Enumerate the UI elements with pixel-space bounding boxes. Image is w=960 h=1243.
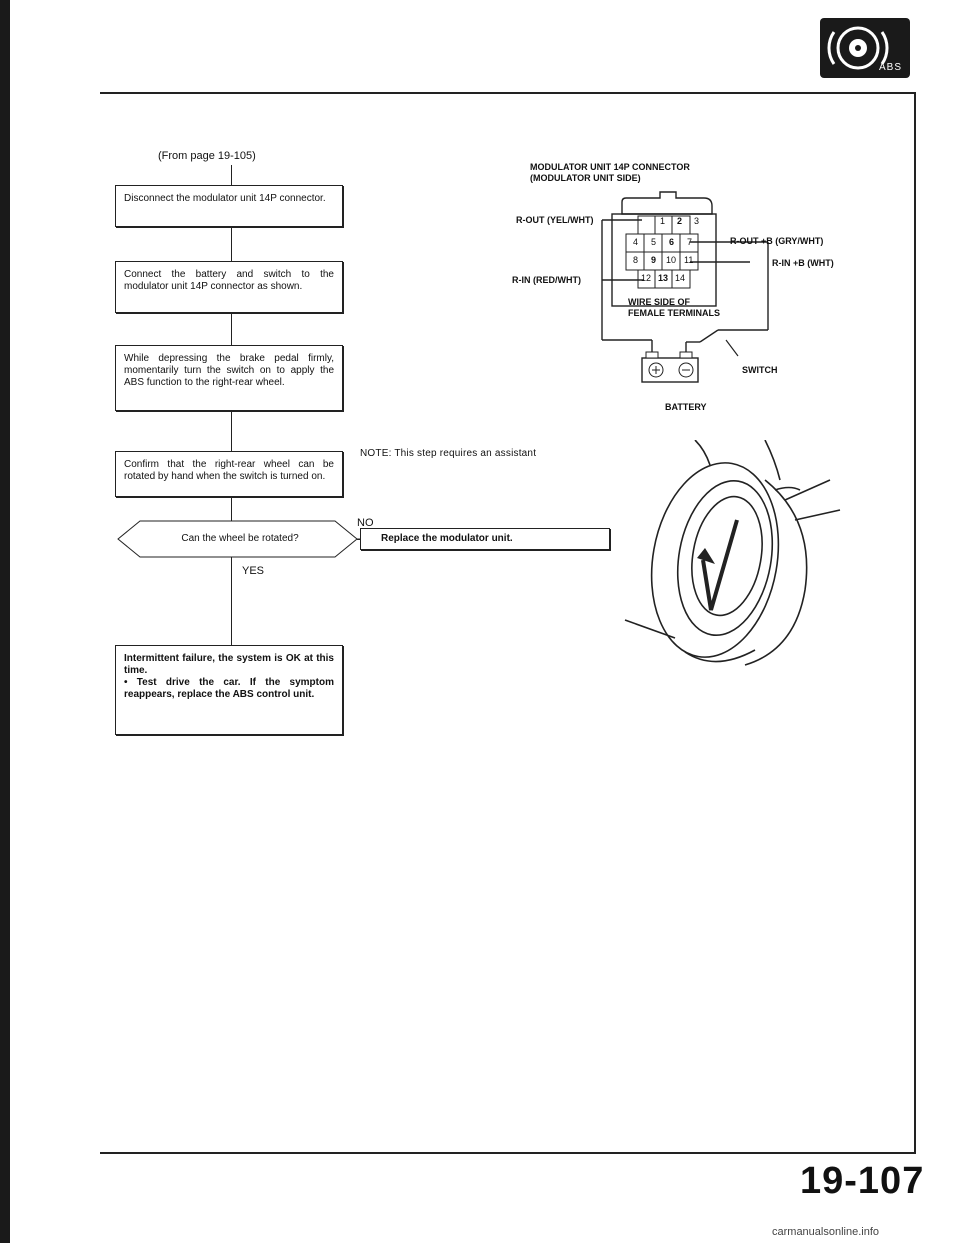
page-number: 19-107	[800, 1160, 925, 1202]
flow-step-depress-pedal: While depressing the brake pedal firmly,…	[115, 345, 343, 411]
wheel-illustration	[624, 440, 841, 666]
label-r-in-b: R-IN +B (WHT)	[772, 258, 834, 268]
no-branch-line	[357, 539, 360, 540]
left-binding-bar	[0, 0, 10, 1243]
flow-connector	[231, 165, 232, 185]
decision-question: Can the wheel be rotated?	[181, 533, 299, 544]
label-r-out-b: R-OUT +B (GRY/WHT)	[730, 236, 824, 246]
pin-1: 1	[660, 216, 666, 226]
flow-connector	[231, 411, 232, 451]
connector-title-line2: (MODULATOR UNIT SIDE)	[530, 173, 641, 183]
flow-step-connect-battery: Connect the battery and switch to the mo…	[115, 261, 343, 313]
assistant-note: NOTE: This step requires an assistant	[360, 448, 537, 459]
flow-connector	[231, 313, 232, 345]
pin-7: 7	[687, 237, 693, 247]
pin-3: 3	[694, 216, 700, 226]
no-label: NO	[357, 517, 374, 529]
pin-6: 6	[669, 237, 675, 247]
pin-5: 5	[651, 237, 657, 247]
connector-title: MODULATOR UNIT 14P CONNECTOR (MODULATOR …	[530, 162, 690, 184]
pin-12: 12	[641, 273, 652, 283]
pin-4: 4	[633, 237, 639, 247]
footer-watermark: carmanualsonline.info	[772, 1226, 880, 1238]
flow-connector	[231, 497, 232, 521]
abs-icon-label: ABS	[878, 62, 902, 73]
pin-14: 14	[675, 273, 686, 283]
label-r-in: R-IN (RED/WHT)	[512, 275, 581, 285]
pin-2: 2	[677, 216, 683, 226]
flow-connector	[231, 227, 232, 261]
connector-title-line1: MODULATOR UNIT 14P CONNECTOR	[530, 162, 690, 172]
top-rule	[100, 92, 915, 94]
flow-final-result: Intermittent failure, the system is OK a…	[115, 645, 343, 735]
bottom-rule	[100, 1152, 916, 1154]
pin-11: 11	[684, 255, 694, 265]
yes-label: YES	[242, 565, 265, 577]
from-page-reference: (From page 19-105)	[158, 150, 256, 162]
pin-8: 8	[633, 255, 639, 265]
flow-step-disconnect: Disconnect the modulator unit 14P connec…	[115, 185, 343, 227]
pin-13: 13	[658, 273, 669, 283]
abs-brake-icon: ABS	[820, 18, 910, 78]
connector-wiring-diagram	[601, 191, 769, 383]
replace-modulator-box: Replace the modulator unit.	[360, 528, 610, 550]
battery-label: BATTERY	[665, 402, 707, 412]
pin-10: 10	[666, 255, 677, 265]
flow-step-confirm-wheel: Confirm that the right-rear wheel can be…	[115, 451, 343, 497]
flow-connector	[231, 557, 232, 645]
right-rule	[914, 92, 916, 1154]
pin-9: 9	[651, 255, 657, 265]
wire-side-line1: WIRE SIDE OF	[628, 297, 691, 307]
switch-label: SWITCH	[742, 365, 778, 375]
label-r-out: R-OUT (YEL/WHT)	[516, 215, 594, 225]
wire-side-line2: FEMALE TERMINALS	[628, 308, 720, 318]
